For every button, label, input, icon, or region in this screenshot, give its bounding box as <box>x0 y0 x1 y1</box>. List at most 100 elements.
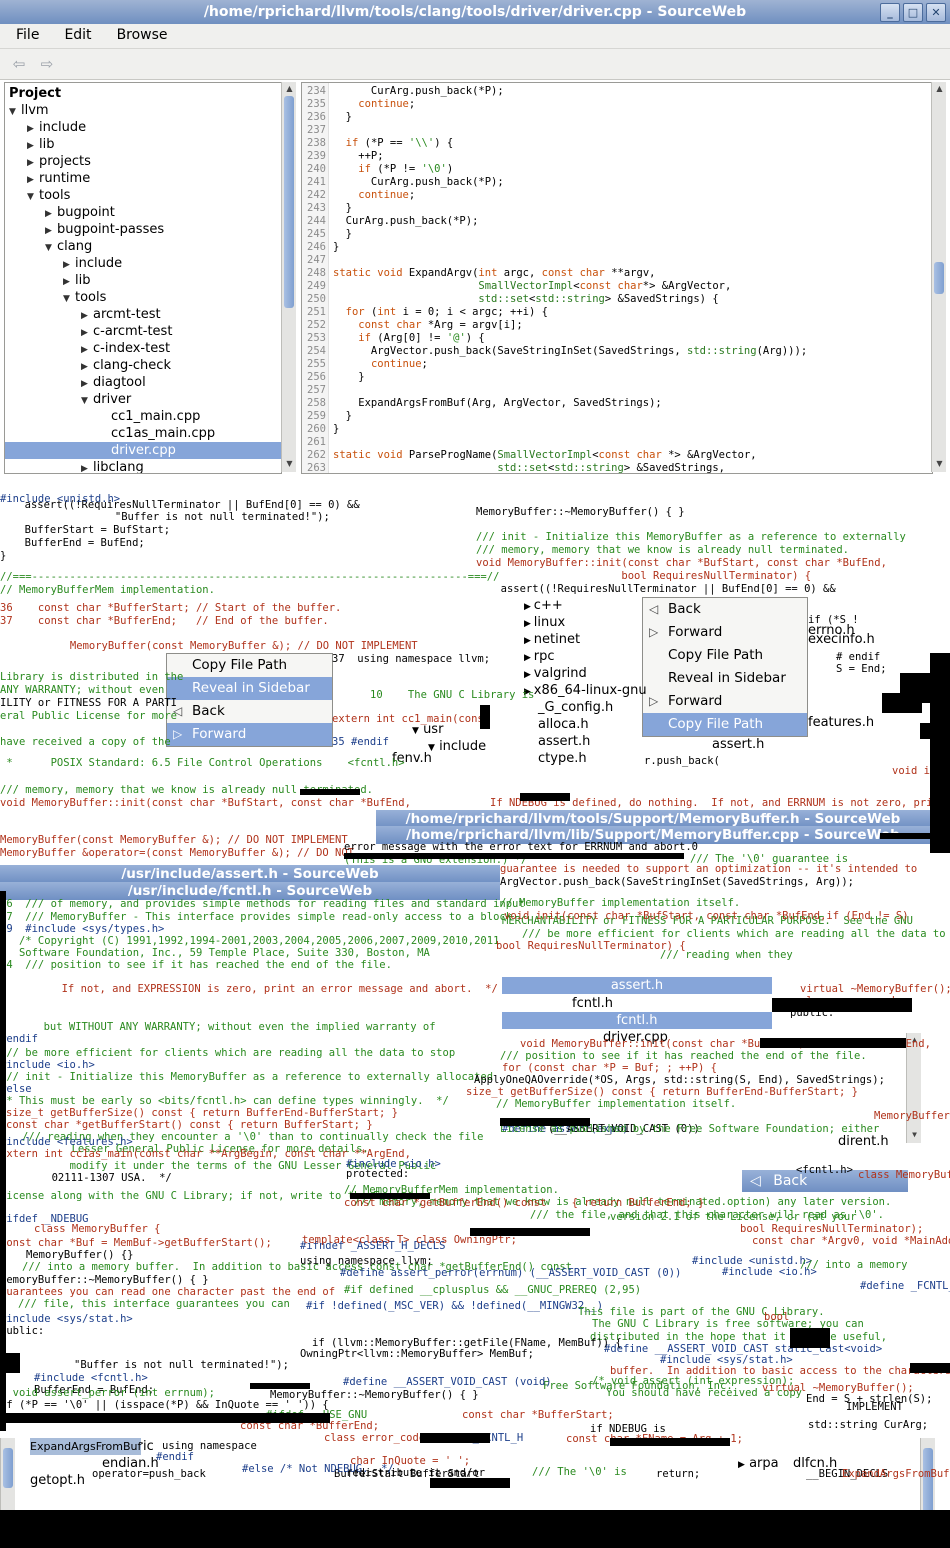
tree-item-endian[interactable]: endian.h <box>102 1456 159 1471</box>
tree-item[interactable]: ▶c-arcmt-test <box>5 323 281 340</box>
chevron-right-icon[interactable]: ▶ <box>81 362 88 372</box>
tree-item[interactable]: ▼tools <box>5 187 281 204</box>
code-text[interactable]: SmallVectorImpl<const char*> &ArgVector, <box>478 280 732 292</box>
code-text[interactable]: CurArg.push_back(*P); <box>333 215 479 227</box>
tree-item[interactable]: ▶ linux <box>524 614 565 633</box>
tree-item[interactable]: ▶ rpc <box>524 648 555 667</box>
code-scrollbar[interactable]: ▲ ▼ <box>931 82 946 472</box>
project-tree[interactable]: Project▼llvm▶include▶lib▶projects▶runtim… <box>4 82 282 474</box>
menu-forward[interactable]: ▷Forward <box>643 621 807 644</box>
tree-item[interactable]: ▶c-index-test <box>5 340 281 357</box>
code-text[interactable]: std::set<std::string> &SavedStrings) { <box>478 293 719 305</box>
chevron-down-icon[interactable]: ▼ <box>27 192 34 202</box>
chevron-right-icon[interactable]: ▶ <box>45 209 52 219</box>
code-text[interactable]: static void ExpandArgv(int argc, const c… <box>333 267 656 279</box>
menu-edit[interactable]: Edit <box>64 27 92 43</box>
file-item-driver[interactable]: driver.cpp <box>603 1030 668 1045</box>
tree-scroll-thumb[interactable] <box>284 96 294 308</box>
tree-item-arpa[interactable]: ▶ arpa <box>738 1456 779 1471</box>
menu-copy-file-path[interactable]: Copy File Path <box>668 647 764 663</box>
tree-item[interactable]: ▼driver <box>5 391 281 408</box>
code-text[interactable]: if (*P != '\0') <box>358 163 454 175</box>
tree-item[interactable]: ▶clang-check <box>5 357 281 374</box>
file-item-assert[interactable]: assert.h <box>502 977 772 994</box>
tree-item[interactable]: ▶ c++ <box>524 597 563 616</box>
chevron-right-icon[interactable]: ▶ <box>524 602 534 612</box>
code-text[interactable]: } <box>333 241 340 253</box>
menu-back[interactable]: ◁Back <box>167 700 332 723</box>
menu-copy-file-path-2[interactable]: Copy File Path <box>643 713 807 736</box>
menu-reveal-in-sidebar[interactable]: Reveal in Sidebar <box>668 670 786 686</box>
code-text[interactable]: } <box>333 371 365 383</box>
code-text[interactable]: for (int i = 0; i < argc; ++i) { <box>345 306 548 318</box>
tree-item[interactable]: ▶ netinet <box>524 631 580 650</box>
tree-item[interactable]: ctype.h <box>538 750 587 767</box>
code-text[interactable]: } <box>333 423 340 435</box>
code-text[interactable]: CurArg.push_back(*P); <box>333 176 504 188</box>
code-text[interactable]: } <box>333 228 352 240</box>
menu-forward[interactable]: ▷Forward <box>167 723 332 746</box>
close-icon[interactable]: ✕ <box>926 3 946 22</box>
tree-item-include[interactable]: ▼ include <box>428 739 487 754</box>
chevron-right-icon[interactable]: ▶ <box>524 653 534 663</box>
menu-browse[interactable]: Browse <box>116 27 168 43</box>
maximize-icon[interactable]: □ <box>903 3 923 22</box>
forward-arrow-icon[interactable]: ⇨ <box>40 55 54 73</box>
tree-item-errno[interactable]: errno.h <box>808 623 855 638</box>
chevron-right-icon[interactable]: ▶ <box>27 124 34 134</box>
tree-item[interactable]: ▼clang <box>5 238 281 255</box>
menu-file[interactable]: File <box>16 27 40 43</box>
code-text[interactable]: if (Arg[0] != '@') { <box>358 332 485 344</box>
chevron-right-icon[interactable]: ▶ <box>81 311 88 321</box>
tree-item-execinfo[interactable]: execinfo.h <box>808 632 875 647</box>
tree-item[interactable]: cc1_main.cpp <box>5 408 281 425</box>
code-viewer[interactable]: 234 CurArg.push_back(*P);235 continue;23… <box>301 82 933 474</box>
tree-item[interactable]: assert.h <box>538 733 590 750</box>
tree-item[interactable]: ▶bugpoint-passes <box>5 221 281 238</box>
code-text[interactable]: std::set<std::string> &SavedStrings, <box>497 462 725 474</box>
tree-item[interactable]: alloca.h <box>538 716 589 733</box>
back-button[interactable]: ◁ Back <box>742 1170 908 1192</box>
scroll-down-icon[interactable]: ▼ <box>936 459 943 468</box>
tree-item-dirent[interactable]: dirent.h <box>838 1134 889 1149</box>
scroll-up-icon[interactable]: ▲ <box>912 1035 917 1044</box>
tree-item[interactable]: cc1as_main.cpp <box>5 425 281 442</box>
chevron-down-icon[interactable]: ▼ <box>9 107 16 117</box>
code-text[interactable]: ExpandArgsFromBuf(Arg, ArgVector, SavedS… <box>333 397 662 409</box>
code-text[interactable]: } <box>333 410 352 422</box>
chevron-right-icon[interactable]: ▶ <box>63 277 70 287</box>
code-text[interactable]: } <box>333 202 352 214</box>
tree-item[interactable]: ▶lib <box>5 272 281 289</box>
file-item-fcntl[interactable]: fcntl.h <box>572 996 614 1011</box>
code-text[interactable]: const char *Arg = argv[i]; <box>358 319 523 331</box>
chevron-right-icon[interactable]: ▶ <box>27 158 34 168</box>
scroll-up-icon[interactable]: ▲ <box>936 84 943 93</box>
code-text[interactable]: static void ParseProgName(SmallVectorImp… <box>333 449 757 461</box>
menu-reveal-in-sidebar[interactable]: Reveal in Sidebar <box>167 677 332 700</box>
tree-scrollbar[interactable]: ▲ ▼ <box>281 82 296 472</box>
back-arrow-icon[interactable]: ⇦ <box>12 55 26 73</box>
tree-item[interactable]: ▶arcmt-test <box>5 306 281 323</box>
tree-item[interactable]: ▼llvm <box>5 102 281 119</box>
chevron-down-icon[interactable]: ▼ <box>63 294 70 304</box>
tree-item-features[interactable]: features.h <box>808 715 875 730</box>
tree-item[interactable]: driver.cpp <box>5 442 281 459</box>
symbol-highlight[interactable]: ExpandArgsFromBuf <box>30 1438 142 1455</box>
menu-forward-2[interactable]: ▷Forward <box>643 690 807 713</box>
menu-back[interactable]: ◁Back <box>643 598 807 621</box>
tree-item[interactable]: ▶runtime <box>5 170 281 187</box>
chevron-right-icon[interactable]: ▶ <box>524 636 534 646</box>
tree-item[interactable]: ▶lib <box>5 136 281 153</box>
chevron-down-icon[interactable]: ▼ <box>45 243 52 253</box>
code-text[interactable]: ++P; <box>333 150 384 162</box>
code-text[interactable]: if (*P == '\\') { <box>345 137 454 149</box>
chevron-right-icon[interactable]: ▶ <box>81 464 88 474</box>
tree-item[interactable]: ▶include <box>5 255 281 272</box>
scroll-up-icon[interactable]: ▲ <box>286 84 293 93</box>
tree-item-dlfcn[interactable]: dlfcn.h <box>793 1456 838 1471</box>
tree-item-assert[interactable]: assert.h <box>712 737 765 752</box>
tree-item-getopt[interactable]: getopt.h <box>30 1473 86 1488</box>
tree-item[interactable]: ▶bugpoint <box>5 204 281 221</box>
chevron-right-icon[interactable]: ▶ <box>524 687 534 697</box>
scroll-thumb[interactable] <box>923 1448 933 1528</box>
